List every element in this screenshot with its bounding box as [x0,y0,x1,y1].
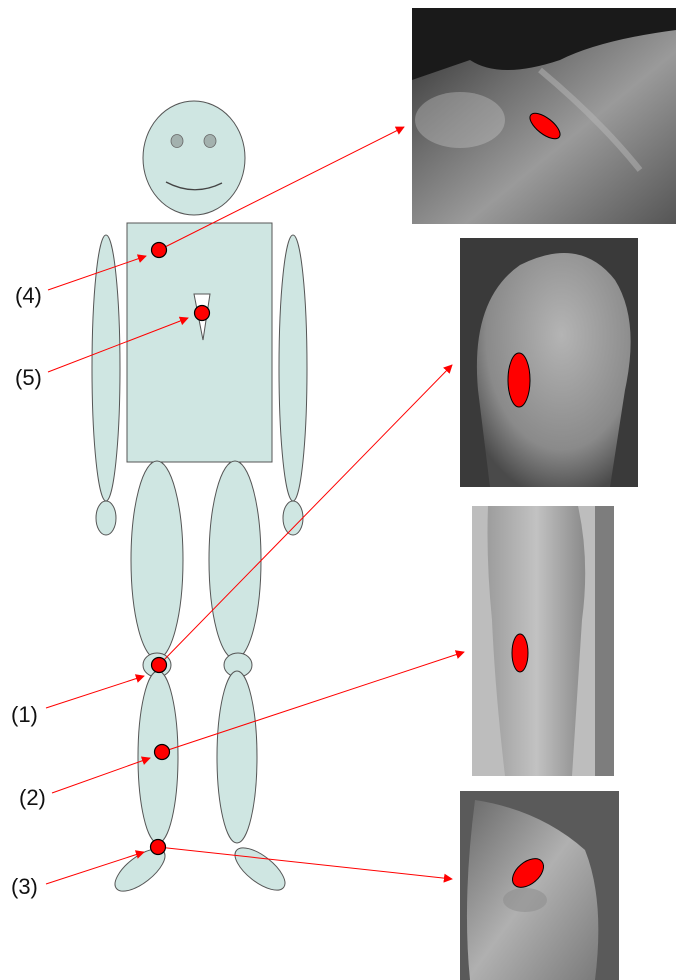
label-4: (4) [15,283,42,308]
left-thigh [131,461,183,659]
right-thigh [209,461,261,659]
photo-shoulder [412,8,676,224]
right-shin [217,671,257,843]
marker-5-sternum [195,306,210,321]
body-figure [92,101,307,899]
right-eye [204,135,216,148]
right-hand [283,501,303,535]
photo-knee [460,238,638,487]
marker-4-shoulder [152,243,167,258]
right-arm [279,235,307,501]
label-1: (1) [11,702,38,727]
left-eye [171,135,183,148]
photo-knee-marker [508,353,530,407]
head [143,101,245,215]
left-arm [92,235,120,501]
marker-2-shin [155,745,170,760]
left-hand [96,501,116,535]
arrow-ankle [158,847,452,879]
photo-shin [472,506,614,776]
torso [127,223,272,462]
photo-ankle [460,791,619,980]
marker-1-knee [152,658,167,673]
arrow-shin [162,652,464,752]
arrow-label-1 [46,676,144,708]
label-2: (2) [19,785,46,810]
label-3: (3) [11,874,38,899]
arrow-label-2 [52,758,150,793]
photo-shin-marker [512,634,528,672]
marker-3-ankle [151,840,166,855]
label-5: (5) [15,365,42,390]
right-foot [228,840,291,897]
